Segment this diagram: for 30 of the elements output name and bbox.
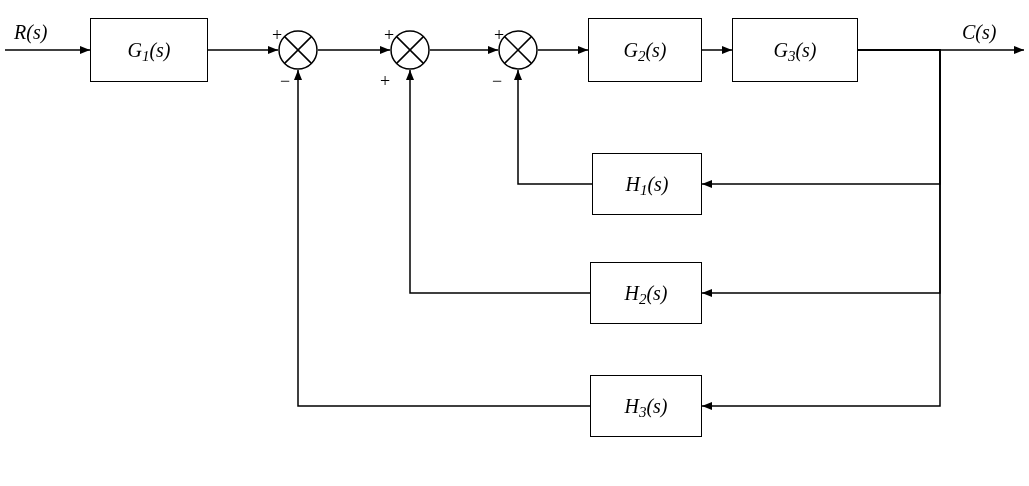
arrow (406, 69, 591, 294)
sign-label: − (492, 72, 503, 90)
signal-label: C(s) (962, 22, 997, 42)
block-box (592, 153, 702, 215)
arrow (317, 46, 391, 54)
signal-label: R(s) (14, 22, 48, 42)
arrow (4, 46, 91, 54)
arrow (207, 46, 279, 54)
arrow (537, 46, 589, 54)
sign-label: − (280, 72, 291, 90)
sign-label: + (380, 72, 391, 90)
arrow (701, 46, 733, 54)
sign-label: + (384, 26, 395, 44)
block-box (90, 18, 208, 82)
sign-label: + (494, 26, 505, 44)
arrow (514, 69, 593, 185)
sign-label: + (272, 26, 283, 44)
arrow (294, 69, 591, 407)
block-box (588, 18, 702, 82)
transfer-function: H$_{1}$(s) (625, 172, 669, 199)
transfer-function: G$_{2}$(s) (623, 38, 667, 65)
arrow (701, 49, 941, 410)
transfer-function: H$_{3}$(s) (624, 394, 668, 421)
block-box (732, 18, 858, 82)
transfer-function: H$_{2}$(s) (624, 281, 668, 308)
block-box (590, 375, 702, 437)
transfer-function: G$_{3}$(s) (773, 38, 817, 65)
block-box (590, 262, 702, 324)
transfer-function: G$_{1}$(s) (127, 38, 171, 65)
arrow (429, 46, 499, 54)
